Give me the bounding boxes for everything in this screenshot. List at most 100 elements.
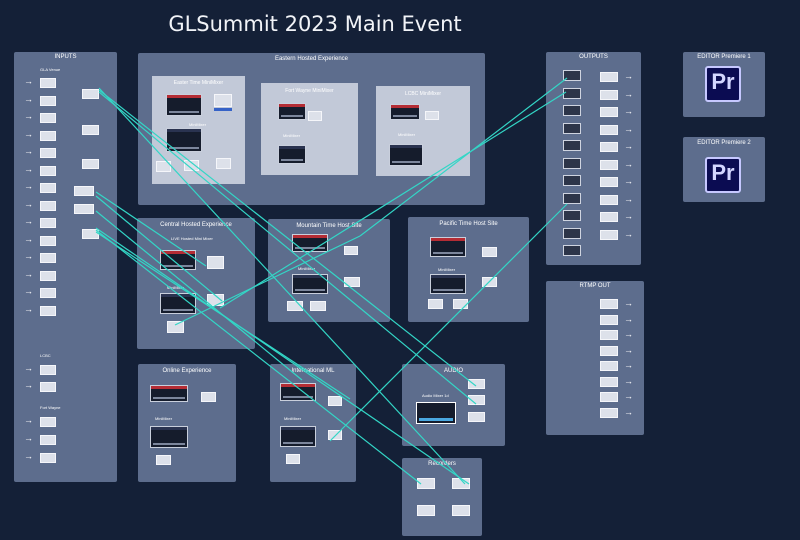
- preview-tile[interactable]: [310, 301, 326, 311]
- rtmp-tile[interactable]: [600, 299, 618, 309]
- output-preview-tile[interactable]: [563, 227, 581, 239]
- input-tile[interactable]: [40, 305, 56, 316]
- rtmp-tile[interactable]: [600, 376, 618, 387]
- preview-tile[interactable]: [328, 396, 342, 406]
- output-preview-tile[interactable]: [563, 140, 581, 151]
- input-tile[interactable]: [40, 365, 56, 375]
- preview-tile[interactable]: [328, 430, 342, 440]
- preview-tile[interactable]: [344, 277, 360, 287]
- preview-tile[interactable]: [207, 256, 224, 269]
- input-tile[interactable]: [40, 382, 56, 392]
- input-tile[interactable]: [40, 453, 56, 463]
- audio-out-tile[interactable]: [468, 412, 485, 422]
- input-tile[interactable]: [40, 78, 56, 88]
- preview-tile[interactable]: [453, 299, 468, 309]
- input-aux-tile[interactable]: [82, 229, 99, 239]
- input-tile[interactable]: [40, 165, 56, 176]
- preview-tile[interactable]: [344, 246, 358, 255]
- mini-screen[interactable]: [292, 234, 328, 252]
- premiere-logo-icon[interactable]: Pr: [705, 66, 741, 102]
- mini-screen[interactable]: [278, 145, 306, 164]
- mini-screen[interactable]: [280, 426, 316, 447]
- mini-screen[interactable]: [160, 250, 196, 270]
- preview-tile[interactable]: [156, 455, 171, 465]
- recorder-tile[interactable]: [417, 505, 435, 516]
- preview-tile[interactable]: [207, 294, 224, 306]
- action-button[interactable]: [214, 108, 232, 111]
- input-tile[interactable]: [40, 113, 56, 123]
- output-preview-tile[interactable]: [563, 105, 581, 116]
- output-preview-tile[interactable]: [563, 157, 581, 169]
- recorder-tile[interactable]: [417, 478, 435, 489]
- output-preview-tile[interactable]: [563, 175, 581, 186]
- input-aux-tile[interactable]: [74, 204, 94, 214]
- output-tile[interactable]: [600, 229, 618, 240]
- preview-tile[interactable]: [482, 277, 497, 287]
- audio-mixer-screen[interactable]: [416, 402, 456, 424]
- mini-screen[interactable]: [292, 274, 328, 294]
- mini-screen[interactable]: [150, 426, 188, 448]
- output-tile[interactable]: [600, 194, 618, 205]
- input-tile[interactable]: [40, 130, 56, 141]
- rtmp-tile[interactable]: [600, 392, 618, 402]
- preview-tile[interactable]: [425, 111, 439, 120]
- preview-tile[interactable]: [214, 94, 232, 107]
- output-preview-tile[interactable]: [563, 87, 581, 99]
- output-preview-tile[interactable]: [563, 245, 581, 256]
- preview-tile[interactable]: [156, 161, 171, 172]
- premiere-logo-icon[interactable]: Pr: [705, 157, 741, 193]
- rtmp-tile[interactable]: [600, 314, 618, 325]
- input-tile[interactable]: [40, 200, 56, 211]
- mini-screen[interactable]: [390, 104, 420, 120]
- input-tile[interactable]: [40, 417, 56, 427]
- recorder-tile[interactable]: [452, 478, 470, 489]
- input-tile[interactable]: [40, 218, 56, 228]
- input-tile[interactable]: [40, 435, 56, 445]
- input-tile[interactable]: [40, 183, 56, 193]
- output-tile[interactable]: [600, 72, 618, 82]
- preview-tile[interactable]: [167, 321, 184, 333]
- rtmp-tile[interactable]: [600, 330, 618, 340]
- rtmp-tile[interactable]: [600, 407, 618, 418]
- audio-out-tile[interactable]: [468, 379, 485, 389]
- output-preview-tile[interactable]: [563, 210, 581, 221]
- input-aux-tile[interactable]: [82, 125, 99, 135]
- recorder-tile[interactable]: [452, 505, 470, 516]
- audio-out-tile[interactable]: [468, 395, 485, 405]
- input-tile[interactable]: [40, 235, 56, 246]
- mini-screen[interactable]: [278, 103, 306, 120]
- input-tile[interactable]: [40, 288, 56, 298]
- preview-tile[interactable]: [428, 299, 443, 309]
- output-tile[interactable]: [600, 107, 618, 117]
- output-tile[interactable]: [600, 142, 618, 152]
- input-tile[interactable]: [40, 253, 56, 263]
- output-tile[interactable]: [600, 124, 618, 135]
- mini-screen[interactable]: [166, 94, 202, 116]
- preview-tile[interactable]: [216, 158, 231, 169]
- output-tile[interactable]: [600, 89, 618, 100]
- rtmp-tile[interactable]: [600, 361, 618, 371]
- mini-screen[interactable]: [160, 293, 196, 314]
- mini-screen[interactable]: [166, 128, 202, 152]
- preview-tile[interactable]: [308, 111, 322, 121]
- mini-screen[interactable]: [389, 144, 423, 166]
- output-preview-tile[interactable]: [563, 122, 581, 134]
- input-tile[interactable]: [40, 270, 56, 281]
- mini-screen[interactable]: [280, 383, 316, 401]
- input-aux-tile[interactable]: [82, 159, 99, 169]
- output-tile[interactable]: [600, 159, 618, 170]
- preview-tile[interactable]: [286, 454, 300, 464]
- mini-screen[interactable]: [150, 385, 188, 402]
- preview-tile[interactable]: [287, 301, 303, 311]
- preview-tile[interactable]: [201, 392, 216, 402]
- output-tile[interactable]: [600, 177, 618, 187]
- preview-tile[interactable]: [482, 247, 497, 257]
- input-aux-tile[interactable]: [82, 89, 99, 99]
- input-tile[interactable]: [40, 95, 56, 106]
- input-tile[interactable]: [40, 148, 56, 158]
- preview-tile[interactable]: [184, 160, 199, 171]
- mini-screen[interactable]: [430, 274, 466, 294]
- output-tile[interactable]: [600, 212, 618, 222]
- output-preview-tile[interactable]: [563, 192, 581, 204]
- mini-screen[interactable]: [430, 237, 466, 257]
